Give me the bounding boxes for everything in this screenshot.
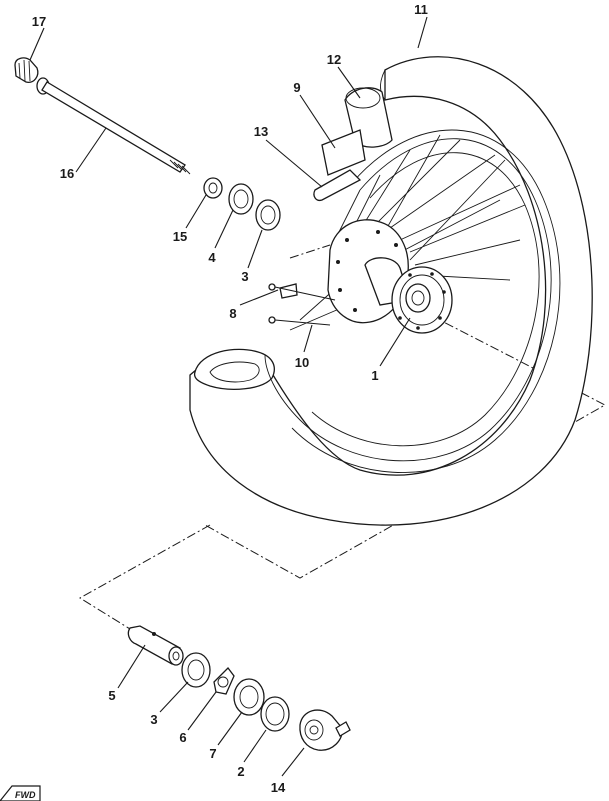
right-side-parts: [127, 625, 351, 751]
hub: [327, 219, 453, 334]
label-part-7: 7: [209, 746, 216, 761]
label-part-9: 9: [293, 80, 300, 95]
label-part-4: 4: [208, 250, 216, 265]
label-part-11: 11: [414, 2, 428, 17]
fwd-badge-text: FWD: [15, 790, 36, 800]
label-part-5: 5: [108, 688, 115, 703]
label-part-6: 6: [179, 730, 186, 745]
label-part-3-upper: 3: [241, 269, 248, 284]
label-part-10: 10: [295, 355, 309, 370]
label-part-3-lower: 3: [150, 712, 157, 727]
leader-lines: [29, 16, 428, 777]
label-part-8: 8: [229, 306, 236, 321]
left-side-parts: [203, 177, 281, 231]
label-part-2: 2: [237, 764, 244, 779]
spokes: [289, 134, 526, 331]
label-part-16: 16: [60, 166, 74, 181]
part-labels: 17 11 12 9 13 16 15 4 3 8 10 1 5 3 6 7 2…: [32, 2, 428, 795]
label-part-1: 1: [371, 368, 378, 383]
fwd-arrow-badge: FWD: [0, 785, 41, 801]
tire: [189, 56, 593, 526]
label-part-17: 17: [32, 14, 46, 29]
axle-assembly: [14, 57, 191, 175]
label-part-12: 12: [327, 52, 341, 67]
label-part-14: 14: [271, 780, 286, 795]
label-part-15: 15: [173, 229, 187, 244]
label-part-13: 13: [254, 124, 268, 139]
spoke-fittings: [268, 283, 298, 324]
rim: [264, 129, 561, 473]
rim-band-parts: [313, 87, 393, 202]
